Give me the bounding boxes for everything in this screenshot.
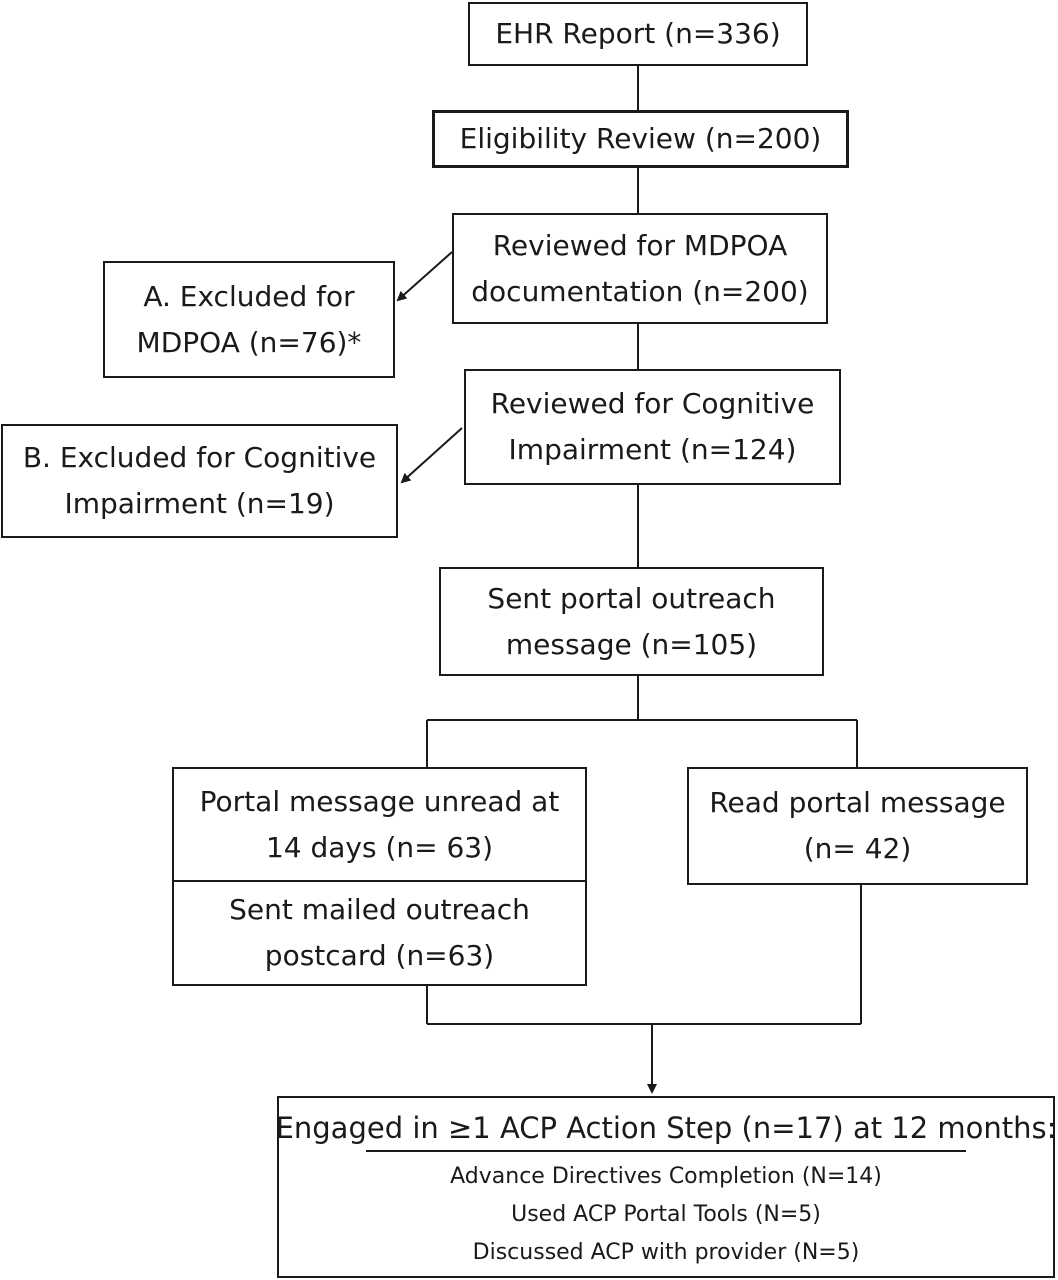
engaged-item-portal-tools: Used ACP Portal Tools (N=5)	[511, 1202, 821, 1227]
read-portal-line-1: Read portal message	[709, 786, 1006, 819]
sent-postcard-line-1: Sent mailed outreach	[229, 893, 530, 926]
portal-unread-line-2: 14 days (n= 63)	[265, 830, 494, 864]
reviewed-mdpoa-line-2: documentation (n=200)	[471, 274, 809, 308]
engaged-item-discussed-provider: Discussed ACP with provider (N=5)	[472, 1240, 860, 1265]
excluded-cognitive-line-2: Impairment (n=19)	[64, 487, 335, 520]
sent-portal-line-1: Sent portal outreach	[487, 581, 776, 615]
engaged-title: Engaged in ≥1 ACP Action Step (n=17) at …	[275, 1111, 1057, 1145]
eligibility-review-label: Eligibility Review (n=200)	[459, 122, 822, 155]
engaged-box: Engaged in ≥1 ACP Action Step (n=17) at …	[275, 1096, 1057, 1278]
arrow-to-excluded-mdpoa	[396, 251, 453, 302]
sent-portal-box: Sent portal outreach message (n=105)	[439, 567, 824, 676]
sent-postcard-line-2: postcard (n=63)	[264, 939, 495, 972]
engaged-item-advance-directives: Advance Directives Completion (N=14)	[450, 1164, 882, 1189]
excluded-mdpoa-box: A. Excluded for MDPOA (n=76)*	[103, 261, 395, 378]
reviewed-cognitive-line-2: Impairment (n=124)	[508, 433, 797, 466]
ehr-report-label: EHR Report (n=336)	[495, 17, 781, 50]
portal-unread-line-1: Portal message unread at	[199, 784, 560, 818]
reviewed-mdpoa-line-1: Reviewed for MDPOA	[492, 228, 788, 262]
read-portal-line-2: (n= 42)	[803, 832, 912, 865]
arrow-to-excluded-cognitive	[400, 427, 463, 484]
reviewed-mdpoa-box: Reviewed for MDPOA documentation (n=200)	[452, 213, 828, 324]
reviewed-cognitive-line-1: Reviewed for Cognitive	[490, 387, 815, 420]
sent-portal-line-2: message (n=105)	[505, 627, 758, 661]
excluded-mdpoa-line-1: A. Excluded for	[143, 279, 355, 313]
read-portal-box: Read portal message (n= 42)	[687, 767, 1028, 885]
ehr-report-box: EHR Report (n=336)	[468, 2, 808, 66]
excluded-cognitive-line-1: B. Excluded for Cognitive	[22, 441, 377, 474]
excluded-mdpoa-line-2: MDPOA (n=76)*	[136, 325, 362, 359]
reviewed-cognitive-box: Reviewed for Cognitive Impairment (n=124…	[464, 369, 841, 485]
sent-postcard-box: Sent mailed outreach postcard (n=63)	[172, 880, 587, 986]
portal-unread-box: Portal message unread at 14 days (n= 63)	[172, 767, 587, 882]
engaged-divider	[366, 1150, 966, 1152]
eligibility-review-box: Eligibility Review (n=200)	[432, 110, 849, 168]
excluded-cognitive-box: B. Excluded for Cognitive Impairment (n=…	[1, 424, 398, 538]
